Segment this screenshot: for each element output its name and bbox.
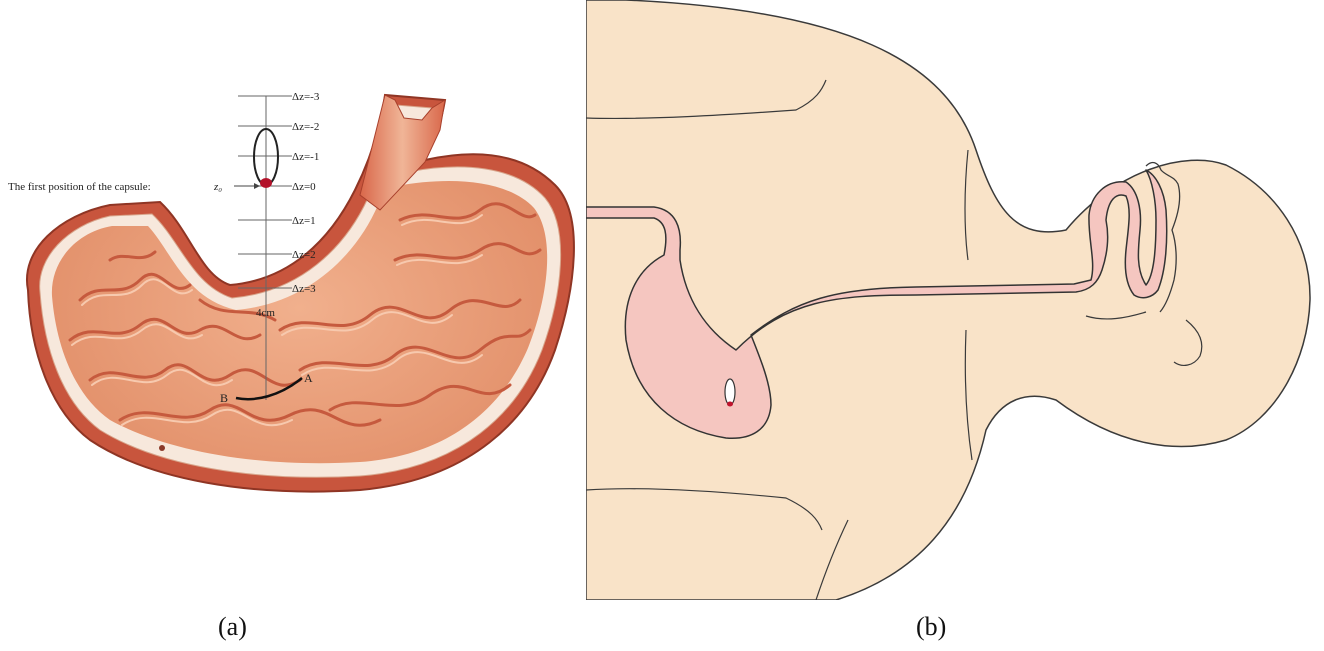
depth-label: Δz=0 bbox=[292, 181, 316, 193]
body-illustration bbox=[586, 0, 1324, 600]
depth-lines bbox=[238, 96, 292, 288]
depth-label: Δz=3 bbox=[292, 283, 316, 295]
point-a-label: A bbox=[304, 371, 313, 385]
point-b-label: B bbox=[220, 391, 228, 405]
stomach-illustration: Δz=-3 Δz=-2 Δz=-1 Δz=0 Δz=1 Δz=2 Δz=3 Th… bbox=[0, 0, 585, 600]
depth-label: Δz=-3 bbox=[292, 91, 320, 103]
caption-b: (b) bbox=[916, 612, 946, 642]
depth-label: Δz=1 bbox=[292, 215, 316, 227]
capsule bbox=[725, 379, 735, 405]
depth-label: Δz=2 bbox=[292, 249, 316, 261]
depth-label: Δz=-2 bbox=[292, 121, 319, 133]
capsule-position-marker bbox=[260, 178, 272, 188]
first-position-symbol: z₀ bbox=[213, 181, 222, 193]
panel-b-body-diagram bbox=[586, 0, 1324, 651]
caption-a: (a) bbox=[218, 612, 247, 642]
body-silhouette bbox=[586, 0, 1310, 600]
capsule-tip bbox=[727, 402, 733, 407]
first-position-label: The first position of the capsule: bbox=[8, 181, 151, 193]
panel-a-stomach-diagram: Δz=-3 Δz=-2 Δz=-1 Δz=0 Δz=1 Δz=2 Δz=3 Th… bbox=[0, 0, 585, 651]
scale-label: 4cm bbox=[256, 307, 275, 319]
arrow-head bbox=[254, 183, 260, 189]
mucosa-spot bbox=[159, 445, 165, 451]
depth-label: Δz=-1 bbox=[292, 151, 319, 163]
